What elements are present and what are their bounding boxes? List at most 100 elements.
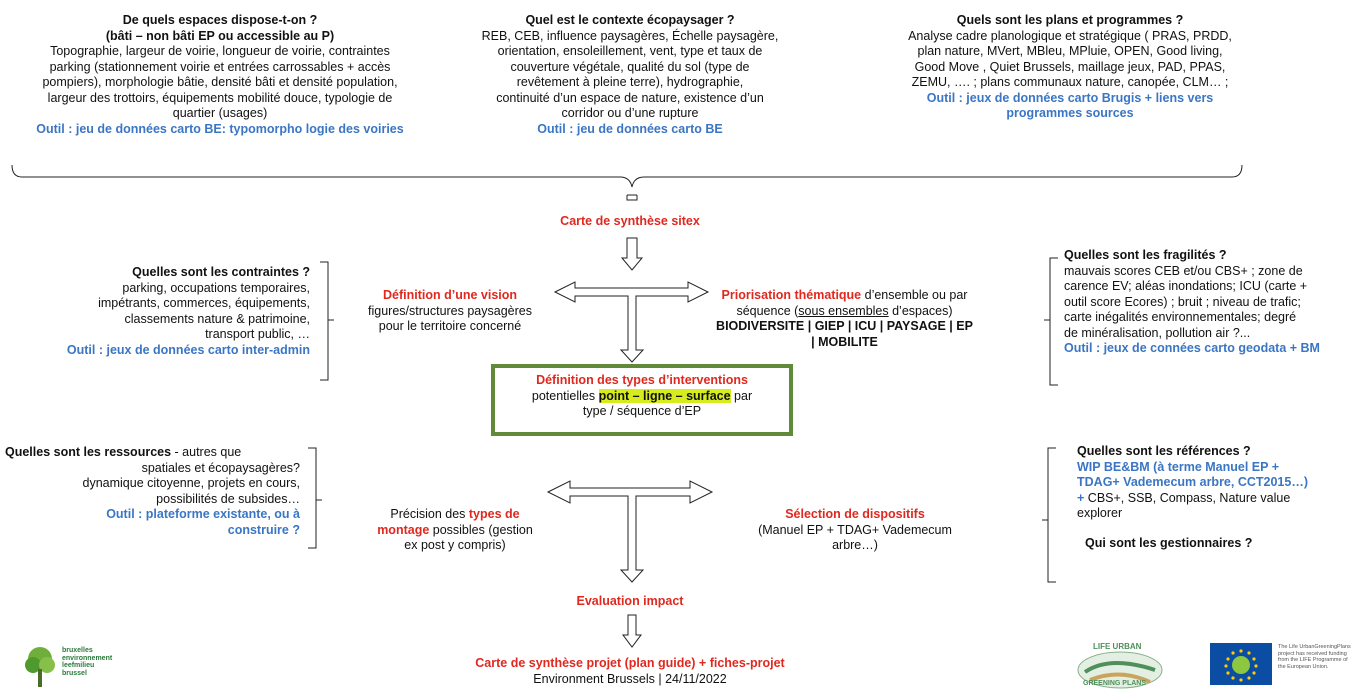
espaces-line: quartier (usages)	[172, 106, 268, 120]
evaluation-impact: Evaluation impact	[576, 594, 684, 608]
brussels-logo-text: leefmilieu	[62, 662, 95, 669]
espaces-line: pompiers), morphologie bâtie, densité bâ…	[42, 75, 398, 89]
contraintes-line: transport public, …	[205, 327, 310, 341]
contraintes-tool: Outil : jeux de données carto inter-admi…	[66, 342, 310, 357]
brussels-logo-text: environnement	[62, 654, 113, 662]
block-contexte: Quel est le contexte écopaysager ? REB, …	[440, 13, 820, 137]
bracket-references	[1042, 447, 1056, 583]
block-references: Quelles sont les références ? WIP BE&BM …	[1077, 444, 1357, 551]
priorisation-text: séquence (	[736, 303, 799, 318]
interventions-text: potentielles	[531, 388, 599, 403]
t-arrow	[546, 480, 714, 583]
double-arrow	[553, 281, 710, 363]
priorisation-underlined: sous ensembles	[798, 303, 889, 318]
fragilites-line: de minéralisation, pollution air ?...	[1064, 325, 1251, 340]
contexte-line: revêtement à pleine terre), hydrographie…	[516, 75, 744, 89]
montage-text: Précision des	[390, 507, 469, 521]
gestionnaires-question: Qui sont les gestionnaires ?	[1085, 535, 1253, 550]
interventions-text: par	[730, 388, 753, 403]
fragilites-line: mauvais scores CEB et/ou CBS+ ; zone de	[1064, 263, 1303, 278]
ressources-title-rest: - autres que	[171, 445, 242, 459]
plans-line: Analyse cadre planologique et stratégiqu…	[908, 28, 1232, 43]
brussels-logo-text: brussel	[62, 669, 87, 677]
top-brace	[11, 164, 1243, 188]
fragilites-line: outil score Ecores) ; bruit ; niveau de …	[1064, 294, 1301, 309]
espaces-line: parking (stationnement voirie et entrées…	[49, 59, 391, 74]
down-arrow-1	[626, 194, 638, 201]
life-urban-bottom: GREENING PLANS	[1083, 680, 1147, 687]
contexte-tool: Outil : jeu de données carto BE	[537, 121, 723, 136]
references-blue: TDAG+ Vademecum arbre, CCT2015…)	[1077, 475, 1308, 489]
eu-life-logo: The Life UrbanGreeningPlans project has …	[1210, 643, 1355, 688]
block-vision: Définition d’une vision figures/structur…	[350, 288, 550, 335]
montage-line: ex post y compris)	[404, 538, 506, 552]
espaces-title: De quels espaces dispose-t-on ?	[122, 13, 318, 27]
montage-red: types de	[468, 507, 520, 521]
contexte-line: orientation, ensoleillement, vent, type …	[497, 44, 763, 58]
priorisation-themes: | MOBILITE	[811, 334, 878, 349]
brussels-environment-logo: bruxelles environnement leefmilieu bruss…	[20, 645, 140, 690]
block-priorisation: Priorisation thématique d’ensemble ou pa…	[712, 288, 977, 350]
life-urban-logo: LIFE URBAN GREENING PLANS	[1065, 640, 1175, 690]
plans-line: ZEMU, …. ; plans communaux nature, canop…	[911, 75, 1229, 89]
dispositifs-line: arbre…)	[832, 538, 878, 552]
eu-funding-text: The Life UrbanGreeningPlans project has …	[1278, 644, 1351, 670]
plans-tool: Outil : jeux de données carto Brugis + l…	[926, 90, 1214, 105]
life-urban-emblem	[1077, 651, 1163, 689]
espaces-tool: Outil : jeu de données carto BE: typomor…	[36, 121, 404, 136]
priorisation-text: d’espaces)	[888, 303, 953, 318]
fragilites-tool: Outil : jeux de connées carto geodata + …	[1064, 341, 1320, 355]
ressources-tool: Outil : plateforme existante, ou à	[106, 507, 300, 521]
down-arrow-3	[622, 614, 642, 648]
interventions-box	[491, 364, 793, 436]
fragilites-title: Quelles sont les fragilités ?	[1064, 248, 1227, 262]
tree-icon	[25, 647, 55, 687]
contexte-line: continuité d’un espace de nature, existe…	[496, 90, 764, 105]
synthese-sitex: Carte de synthèse sitex	[560, 214, 700, 228]
ressources-tool: construire ?	[227, 522, 300, 537]
contexte-line: REB, CEB, influence paysagères, Échelle …	[481, 28, 779, 43]
block-contraintes: Quelles sont les contraintes ? parking, …	[15, 265, 310, 358]
dispositifs-line: (Manuel EP + TDAG+ Vademecum	[758, 522, 952, 537]
contexte-line: couverture végétale, qualité du sol (typ…	[510, 59, 750, 74]
plans-line: plan nature, MVert, MBleu, MPluie, OPEN,…	[917, 44, 1223, 58]
references-plus: +	[1077, 490, 1085, 505]
espaces-line: largeur des trottoirs, équipements mobil…	[47, 90, 393, 105]
ressources-title: Quelles sont les ressources	[5, 445, 172, 459]
plans-title: Quels sont les plans et programmes ?	[956, 13, 1184, 27]
block-montage: Précision des types de montage possibles…	[355, 507, 555, 554]
contraintes-title: Quelles sont les contraintes ?	[132, 265, 310, 279]
contraintes-line: impétrants, commerces, équipements,	[98, 296, 310, 310]
ressources-line: dynamique citoyenne, projets en cours,	[82, 476, 301, 490]
contraintes-line: classements nature & patrimoine,	[124, 311, 310, 326]
vision-title: Définition d’une vision	[382, 288, 518, 302]
vision-line: figures/structures paysagères	[368, 303, 532, 318]
interventions-title: Définition des types d’interventions	[536, 373, 748, 387]
fragilites-line: carte inégalités environnementales; degr…	[1064, 310, 1297, 324]
dispositifs-title: Sélection de dispositifs	[785, 507, 925, 521]
interventions-highlight: point – ligne – surface	[598, 388, 731, 403]
block-fragilites: Quelles sont les fragilités ? mauvais sc…	[1064, 248, 1360, 357]
references-text: CBS+, SSB, Compass, Nature value	[1084, 490, 1291, 505]
espaces-line: Topographie, largeur de voirie, longueur…	[50, 44, 390, 58]
block-plans: Quels sont les plans et programmes ? Ana…	[870, 13, 1270, 122]
ressources-line: spatiales et écopaysagères?	[141, 460, 300, 475]
synthese-projet: Carte de synthèse projet (plan guide) + …	[475, 656, 785, 670]
priorisation-title: Priorisation thématique	[721, 288, 862, 302]
contexte-line: corridor ou d’une rupture	[561, 106, 699, 120]
priorisation-rest: d’ensemble ou par	[861, 288, 968, 302]
espaces-subtitle: (bâti – non bâti EP ou accessible au P)	[105, 28, 335, 43]
block-dispositifs: Sélection de dispositifs (Manuel EP + TD…	[725, 507, 985, 554]
footer: Environment Brussels | 24/11/2022	[533, 672, 727, 686]
plans-line: Good Move , Quiet Brussels, maillage jeu…	[914, 59, 1226, 74]
priorisation-themes: BIODIVERSITE | GIEP | ICU | PAYSAGE | EP	[716, 319, 973, 333]
down-arrow-2	[620, 237, 644, 271]
block-interventions: Définition des types d’interventions pot…	[491, 373, 793, 420]
interventions-line: type / séquence d’EP	[582, 404, 702, 418]
plans-tool: programmes sources	[1006, 106, 1134, 120]
life-urban-top: LIFE URBAN	[1093, 642, 1142, 651]
montage-red: montage	[377, 522, 430, 537]
ressources-line: possibilités de subsides…	[156, 491, 300, 506]
references-title: Quelles sont les références ?	[1077, 444, 1251, 458]
